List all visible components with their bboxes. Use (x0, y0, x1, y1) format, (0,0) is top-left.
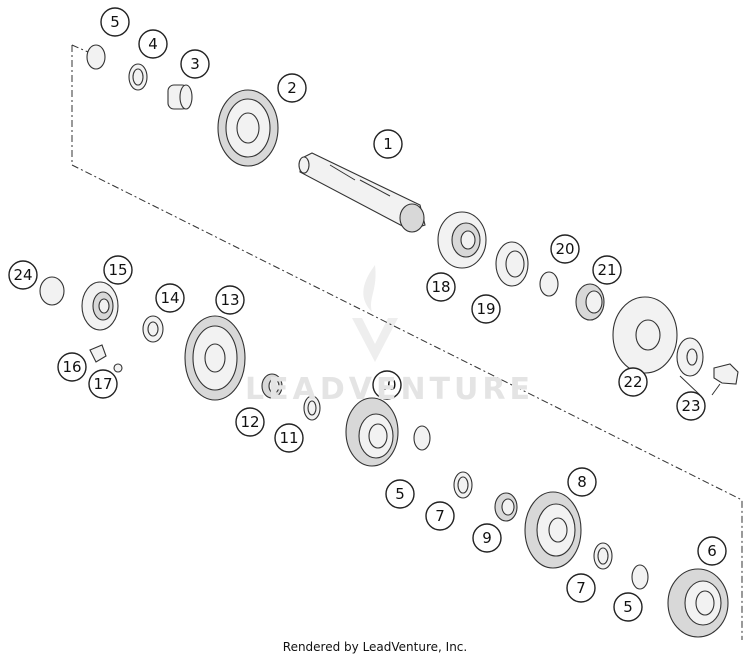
part-bushing-9 (494, 492, 518, 522)
part-needle-bearing-3 (167, 84, 193, 110)
part-gear-13 (184, 315, 246, 401)
callout-15: 15 (103, 255, 133, 285)
svg-text:11: 11 (279, 429, 298, 447)
part-snap-ring-5-lower (631, 564, 649, 590)
part-shaft-1 (298, 152, 426, 233)
svg-text:6: 6 (707, 542, 717, 560)
callout-19: 19 (471, 294, 501, 324)
svg-text:2: 2 (287, 79, 297, 97)
svg-text:22: 22 (623, 373, 642, 391)
svg-text:5: 5 (623, 598, 633, 616)
svg-text:12: 12 (240, 413, 259, 431)
part-snap-ring-24 (39, 276, 65, 306)
callout-4: 4 (138, 29, 168, 59)
svg-text:24: 24 (13, 266, 32, 284)
part-washer-14 (142, 315, 164, 343)
footer-credit: Rendered by LeadVenture, Inc. (282, 640, 468, 654)
assembly-boundary-line (71, 45, 743, 640)
svg-text:23: 23 (681, 397, 700, 415)
callout-22: 22 (618, 367, 648, 397)
part-washer-7-lower (593, 542, 613, 570)
callout-13: 13 (215, 285, 245, 315)
callout-16: 16 (57, 352, 87, 382)
callout-12: 12 (235, 407, 265, 437)
part-washer-7-middle (453, 471, 473, 499)
callout-7-middle: 7 (425, 501, 455, 531)
callout-6: 6 (697, 536, 727, 566)
part-seal-19 (495, 241, 529, 287)
leadventure-logo-watermark (352, 265, 398, 362)
svg-text:19: 19 (476, 300, 495, 318)
callout-5-top: 5 (100, 7, 130, 37)
svg-text:13: 13 (220, 291, 239, 309)
part-bushing-12 (261, 373, 283, 399)
part-screw-17 (113, 363, 123, 373)
svg-text:5: 5 (110, 13, 120, 31)
svg-text:4: 4 (148, 35, 158, 53)
callout-11: 11 (274, 423, 304, 453)
callout-3: 3 (180, 49, 210, 79)
part-spacer-sleeve-21 (575, 283, 605, 321)
svg-text:18: 18 (431, 278, 450, 296)
callout-17: 17 (88, 369, 118, 399)
svg-text:10: 10 (377, 376, 396, 394)
callout-20: 20 (550, 234, 580, 264)
callout-8: 8 (567, 467, 597, 497)
svg-text:20: 20 (555, 240, 574, 258)
callout-18: 18 (426, 272, 456, 302)
watermark-text: LEADVENTURE (245, 372, 534, 407)
svg-text:17: 17 (93, 375, 112, 393)
callout-5-middle: 5 (385, 479, 415, 509)
part-gear-10 (345, 397, 399, 467)
callout-24: 24 (8, 260, 38, 290)
callout-7-lower: 7 (566, 573, 596, 603)
callout-14: 14 (155, 283, 185, 313)
part-bearing-15 (81, 281, 119, 331)
part-gear-8 (524, 491, 582, 569)
svg-text:9: 9 (482, 529, 492, 547)
part-retainer-16 (89, 344, 107, 363)
callout-9: 9 (472, 523, 502, 553)
callout-2: 2 (277, 73, 307, 103)
callout-1: 1 (373, 129, 403, 159)
svg-text:14: 14 (160, 289, 179, 307)
svg-text:7: 7 (576, 579, 586, 597)
part-washer-4 (128, 63, 148, 91)
svg-text:21: 21 (597, 261, 616, 279)
svg-text:15: 15 (108, 261, 127, 279)
callout-5-lower: 5 (613, 592, 643, 622)
part-snap-ring-5-middle (413, 425, 431, 451)
part-washer-11 (303, 395, 321, 421)
callout-21: 21 (592, 255, 622, 285)
svg-text:16: 16 (62, 358, 81, 376)
part-snap-ring-5 (86, 44, 106, 70)
part-o-ring-20 (539, 271, 559, 297)
svg-text:8: 8 (577, 473, 587, 491)
svg-text:7: 7 (435, 507, 445, 525)
svg-text:3: 3 (190, 55, 200, 73)
svg-text:5: 5 (395, 485, 405, 503)
part-gear-2 (217, 89, 279, 167)
assembly-boundary-line-top (71, 44, 89, 53)
part-washer-bolt-23 (676, 337, 739, 396)
part-sprocket-22 (612, 296, 678, 374)
callout-23: 23 (676, 391, 706, 421)
svg-text:1: 1 (383, 135, 393, 153)
callout-10: 10 (372, 370, 402, 400)
part-gear-6 (667, 568, 729, 638)
part-ball-bearing-18 (437, 211, 487, 269)
